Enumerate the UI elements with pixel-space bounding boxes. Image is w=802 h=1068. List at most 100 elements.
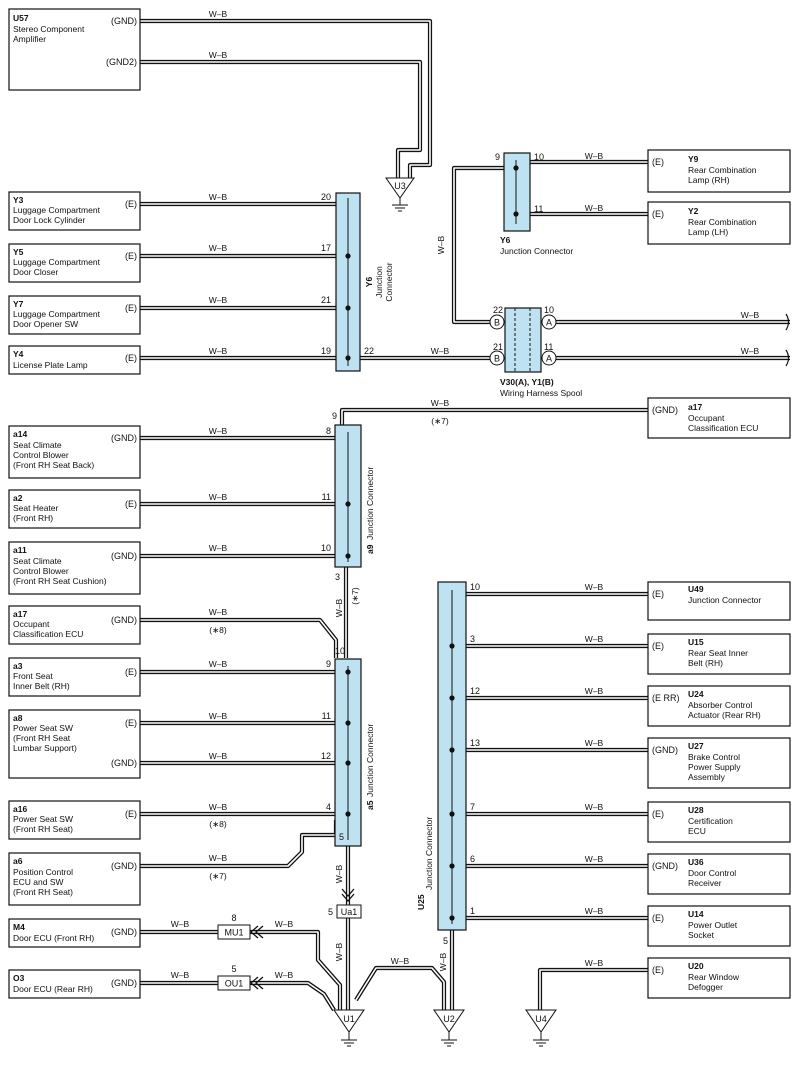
svg-text:(E): (E) bbox=[125, 667, 137, 677]
svg-text:Absorber Control: Absorber Control bbox=[688, 700, 752, 710]
svg-text:(E): (E) bbox=[652, 641, 664, 651]
svg-text:Occupant: Occupant bbox=[13, 619, 50, 629]
svg-text:Junction: Junction bbox=[374, 266, 384, 298]
svg-text:19: 19 bbox=[321, 346, 331, 356]
svg-text:10: 10 bbox=[534, 152, 544, 162]
svg-text:10: 10 bbox=[321, 543, 331, 553]
svg-text:(GND): (GND) bbox=[111, 433, 137, 443]
svg-text:W–B: W–B bbox=[334, 942, 344, 961]
svg-text:W–B: W–B bbox=[585, 151, 604, 161]
svg-text:Y6: Y6 bbox=[500, 235, 511, 245]
svg-text:8: 8 bbox=[231, 913, 236, 923]
svg-text:Assembly: Assembly bbox=[688, 772, 726, 782]
svg-text:Position Control: Position Control bbox=[13, 867, 73, 877]
svg-text:Control Blower: Control Blower bbox=[13, 566, 69, 576]
svg-text:Lamp (RH): Lamp (RH) bbox=[688, 175, 730, 185]
svg-text:(E): (E) bbox=[652, 157, 664, 167]
svg-text:Classification ECU: Classification ECU bbox=[688, 423, 758, 433]
spool-terminals: B B A A bbox=[489, 313, 790, 367]
svg-text:Luggage Compartment: Luggage Compartment bbox=[13, 205, 101, 215]
svg-text:M4: M4 bbox=[13, 922, 25, 932]
svg-text:W–B: W–B bbox=[209, 426, 228, 436]
svg-text:(E): (E) bbox=[652, 809, 664, 819]
svg-text:a17: a17 bbox=[688, 402, 702, 412]
svg-text:OU1: OU1 bbox=[225, 979, 244, 989]
svg-text:12: 12 bbox=[470, 686, 480, 696]
svg-text:Y3: Y3 bbox=[13, 195, 24, 205]
svg-text:(E): (E) bbox=[652, 965, 664, 975]
svg-text:U24: U24 bbox=[688, 689, 704, 699]
svg-text:6: 6 bbox=[470, 854, 475, 864]
svg-text:W–B: W–B bbox=[275, 919, 294, 929]
svg-text:(∗7): (∗7) bbox=[350, 587, 360, 605]
svg-text:Stereo Component: Stereo Component bbox=[13, 24, 85, 34]
svg-text:W–B: W–B bbox=[431, 398, 450, 408]
svg-text:Door Closer: Door Closer bbox=[13, 267, 59, 277]
svg-text:Y5: Y5 bbox=[13, 247, 24, 257]
mu1-connector bbox=[217, 924, 251, 940]
svg-text:(Front RH Seat Back): (Front RH Seat Back) bbox=[13, 460, 94, 470]
svg-text:22: 22 bbox=[493, 305, 503, 315]
svg-text:Power Seat SW: Power Seat SW bbox=[13, 814, 73, 824]
svg-text:7: 7 bbox=[470, 802, 475, 812]
svg-text:1: 1 bbox=[470, 906, 475, 916]
svg-text:W–B: W–B bbox=[334, 864, 344, 883]
svg-text:(GND): (GND) bbox=[111, 615, 137, 625]
svg-text:Y9: Y9 bbox=[688, 154, 699, 164]
svg-text:W–B: W–B bbox=[209, 659, 228, 669]
svg-text:Y4: Y4 bbox=[13, 349, 24, 359]
ground-u3-icon: U3 bbox=[385, 177, 415, 212]
svg-text:Seat Heater: Seat Heater bbox=[13, 503, 59, 513]
ground-u1-icon: U1 bbox=[333, 1009, 365, 1047]
svg-text:Socket: Socket bbox=[688, 930, 715, 940]
wiring-harness-spool bbox=[504, 307, 542, 373]
svg-text:U36: U36 bbox=[688, 857, 704, 867]
svg-text:a5: a5 bbox=[365, 800, 375, 810]
svg-text:Door Lock Cylinder: Door Lock Cylinder bbox=[13, 215, 85, 225]
svg-text:22: 22 bbox=[364, 346, 374, 356]
junction-labels: Y6 Junction Connector Y6 Junction Connec… bbox=[364, 235, 582, 910]
svg-text:Junction Connector: Junction Connector bbox=[424, 817, 434, 890]
svg-text:Rear Window: Rear Window bbox=[688, 972, 740, 982]
svg-text:17: 17 bbox=[321, 243, 331, 253]
svg-text:Y7: Y7 bbox=[13, 299, 24, 309]
svg-text:Wiring Harness Spool: Wiring Harness Spool bbox=[500, 388, 582, 398]
svg-text:Belt (RH): Belt (RH) bbox=[688, 658, 723, 668]
svg-text:(∗8): (∗8) bbox=[209, 625, 227, 635]
svg-text:(Front RH): (Front RH) bbox=[13, 513, 53, 523]
svg-text:W–B: W–B bbox=[431, 346, 450, 356]
svg-text:W–B: W–B bbox=[209, 243, 228, 253]
svg-text:10: 10 bbox=[470, 582, 480, 592]
svg-text:Y2: Y2 bbox=[688, 206, 699, 216]
svg-text:W–B: W–B bbox=[334, 598, 344, 617]
svg-text:Amplifier: Amplifier bbox=[13, 34, 46, 44]
svg-text:ECU: ECU bbox=[688, 826, 706, 836]
svg-text:(E): (E) bbox=[652, 913, 664, 923]
svg-text:Classification ECU: Classification ECU bbox=[13, 629, 83, 639]
svg-text:U4: U4 bbox=[535, 1014, 547, 1024]
svg-text:W–B: W–B bbox=[209, 346, 228, 356]
svg-text:ECU and SW: ECU and SW bbox=[13, 877, 64, 887]
svg-text:(∗8): (∗8) bbox=[209, 819, 227, 829]
svg-text:20: 20 bbox=[321, 192, 331, 202]
svg-text:U2: U2 bbox=[443, 1014, 455, 1024]
svg-text:W–B: W–B bbox=[741, 346, 760, 356]
svg-text:(∗7): (∗7) bbox=[431, 416, 449, 426]
svg-text:Occupant: Occupant bbox=[688, 413, 725, 423]
svg-text:Power Seat SW: Power Seat SW bbox=[13, 723, 73, 733]
pin-numbers: 20 17 21 19 22 9 10 11 22 21 10 11 9 8 1… bbox=[231, 152, 554, 974]
junction-connectors bbox=[334, 152, 542, 931]
svg-text:a16: a16 bbox=[13, 804, 27, 814]
svg-text:Ua1: Ua1 bbox=[341, 907, 358, 917]
svg-text:11: 11 bbox=[322, 711, 331, 721]
